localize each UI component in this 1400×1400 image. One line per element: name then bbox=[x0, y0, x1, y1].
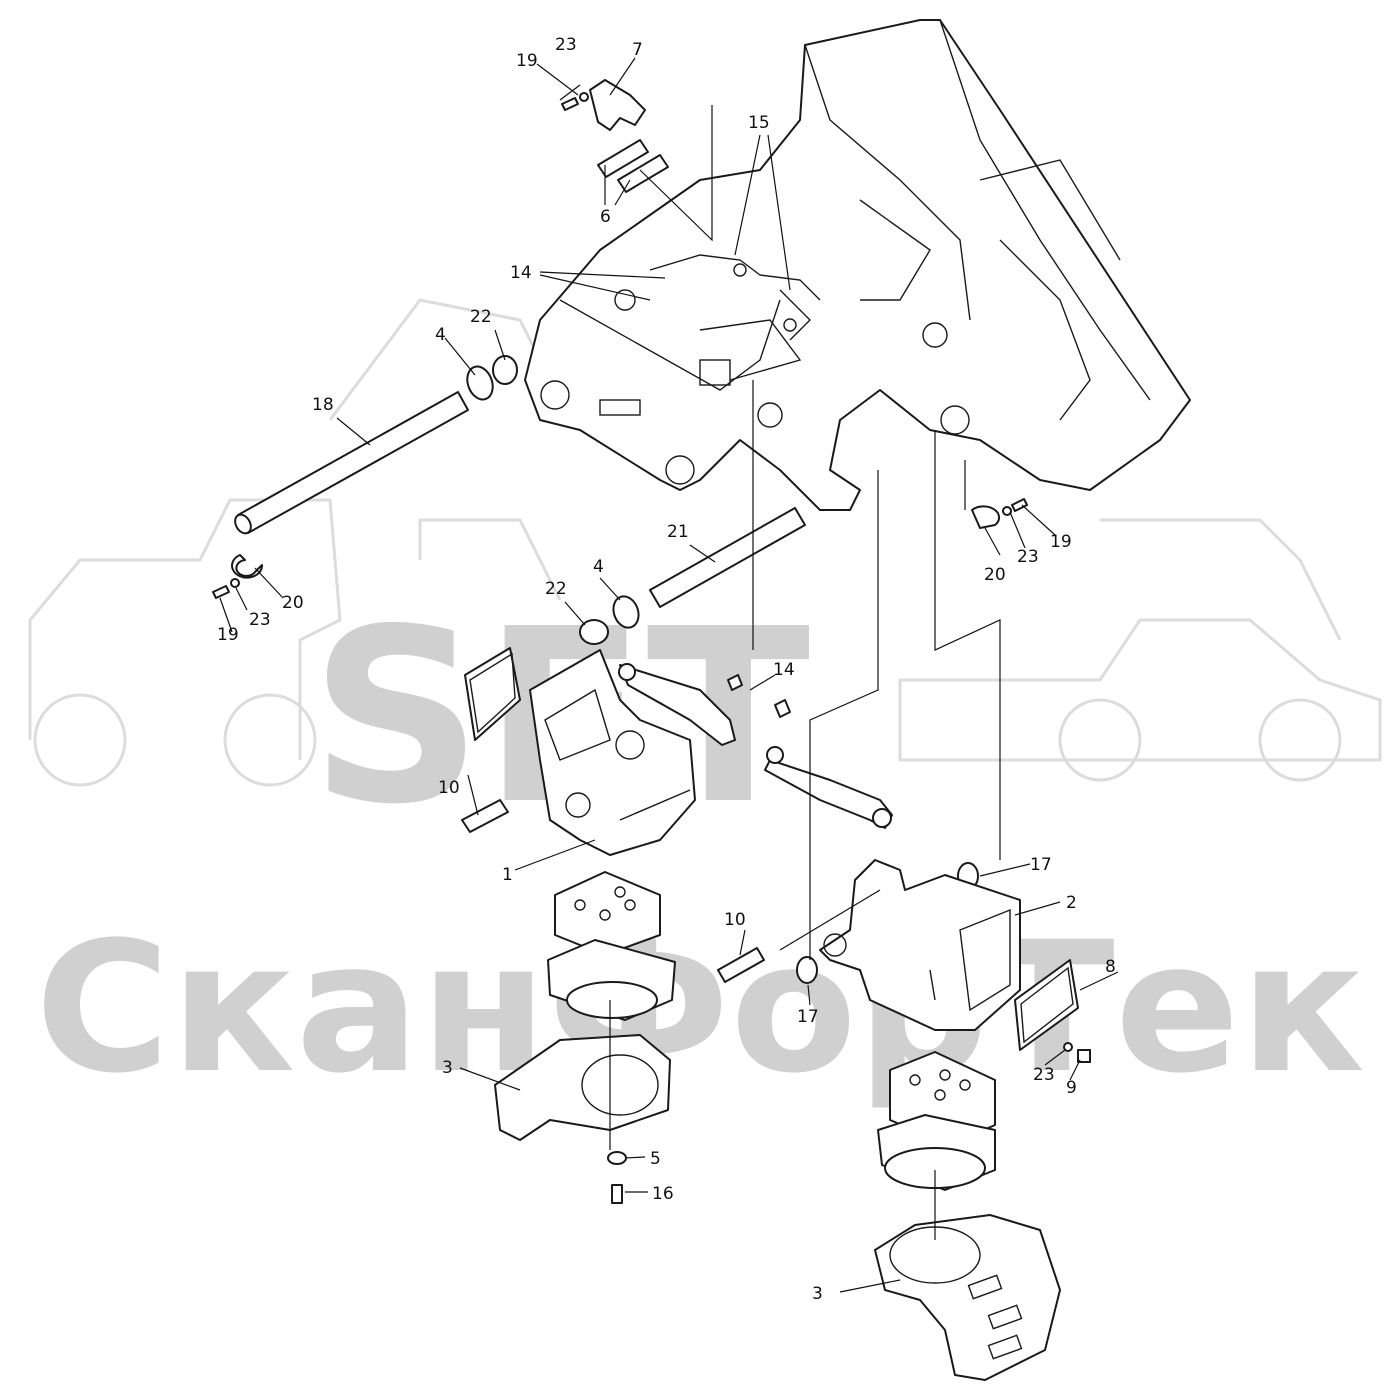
callout-3-left: 3 bbox=[442, 1058, 453, 1078]
callout-17-bottom: 17 bbox=[797, 1007, 819, 1027]
shaft-18-end bbox=[234, 513, 252, 535]
plate-8-left bbox=[464, 647, 521, 741]
pin-10-left bbox=[461, 799, 509, 833]
fitting-14-mid-b bbox=[774, 699, 791, 718]
bolt-19-top bbox=[561, 92, 589, 111]
callout-9: 9 bbox=[1066, 1078, 1077, 1098]
callout-15: 15 bbox=[748, 113, 770, 133]
bracket-housing-2 bbox=[819, 859, 1021, 1031]
callout-20-left: 20 bbox=[282, 593, 304, 613]
callout-23-right: 23 bbox=[1017, 547, 1039, 567]
callout-16: 16 bbox=[652, 1184, 674, 1204]
callout-8: 8 bbox=[1105, 957, 1116, 977]
shaft-18 bbox=[237, 391, 469, 534]
callout-23-top: 23 bbox=[555, 35, 577, 55]
callout-21: 21 bbox=[667, 522, 689, 542]
washer-5 bbox=[607, 1151, 627, 1165]
callout-6: 6 bbox=[600, 207, 611, 227]
nut-22-top bbox=[492, 355, 518, 385]
callout-23-bottom: 23 bbox=[1033, 1065, 1055, 1085]
watermark-company: СканФорТек bbox=[35, 904, 1365, 1113]
callout-18: 18 bbox=[312, 395, 334, 415]
callout-19-right: 19 bbox=[1050, 532, 1072, 552]
callouts: 19 23 7 6 15 14 4 22 18 20 23 19 21 4 22… bbox=[217, 35, 1116, 1304]
ring-17-bottom bbox=[796, 956, 818, 984]
callout-7: 7 bbox=[632, 40, 643, 60]
mount-plate-3-right bbox=[874, 1214, 1061, 1381]
shaft-21 bbox=[649, 507, 806, 608]
plate-bracket-7 bbox=[589, 79, 646, 131]
callout-17-top: 17 bbox=[1030, 855, 1052, 875]
callout-10-left: 10 bbox=[438, 778, 460, 798]
bolt-19-left bbox=[212, 578, 240, 599]
bracket-housing-1 bbox=[529, 649, 696, 856]
callout-5: 5 bbox=[650, 1149, 661, 1169]
hydraulic-cylinder-right bbox=[764, 746, 893, 829]
callout-4-top: 4 bbox=[435, 325, 446, 345]
hydraulic-cylinder-left bbox=[618, 663, 736, 746]
bolt-19-right bbox=[1002, 498, 1028, 516]
pin-10-right bbox=[717, 947, 765, 983]
pins-6 bbox=[597, 139, 669, 193]
leader-lines bbox=[219, 57, 1119, 1293]
bolt-16 bbox=[611, 1184, 623, 1204]
callout-1: 1 bbox=[502, 865, 513, 885]
nut-22-mid bbox=[579, 619, 609, 645]
bolt-9 bbox=[1063, 1042, 1091, 1063]
callout-2: 2 bbox=[1066, 893, 1077, 913]
ring-4-top bbox=[466, 365, 494, 401]
rotator-motor-left bbox=[547, 871, 676, 1021]
fitting-14-mid-a bbox=[727, 674, 743, 691]
callout-23-left: 23 bbox=[249, 610, 271, 630]
callout-20-right: 20 bbox=[984, 565, 1006, 585]
callout-19-left: 19 bbox=[217, 625, 239, 645]
rotator-motor-right bbox=[877, 1051, 996, 1191]
callout-4-mid: 4 bbox=[593, 557, 604, 577]
callout-14-top: 14 bbox=[510, 263, 532, 283]
clip-20-left bbox=[231, 554, 264, 579]
callout-22-mid: 22 bbox=[545, 579, 567, 599]
ring-4-mid bbox=[612, 595, 640, 629]
callout-3-right: 3 bbox=[812, 1284, 823, 1304]
mount-plate-3-left bbox=[494, 1034, 671, 1141]
callout-22-top: 22 bbox=[470, 307, 492, 327]
callout-19-top: 19 bbox=[516, 51, 538, 71]
callout-14-mid: 14 bbox=[773, 660, 795, 680]
clip-20-right bbox=[971, 505, 1000, 529]
parts-layer bbox=[212, 19, 1191, 1381]
main-frame-part bbox=[524, 19, 1191, 511]
plate-8-right bbox=[1014, 959, 1079, 1051]
callout-10-right: 10 bbox=[724, 910, 746, 930]
